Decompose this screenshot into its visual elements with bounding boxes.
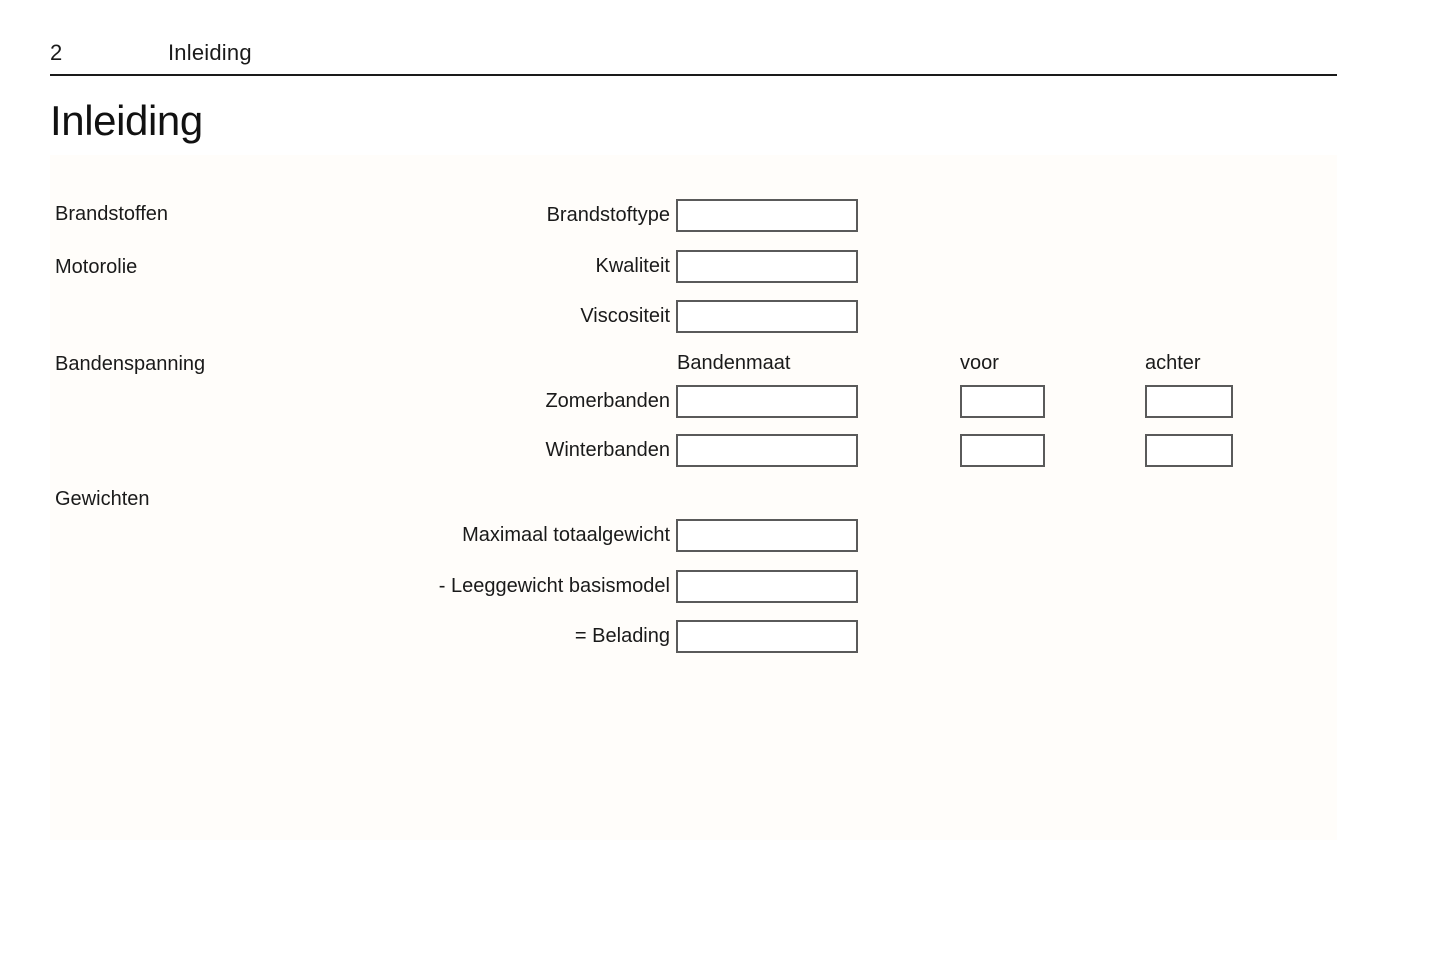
column-header-achter: achter — [1145, 352, 1201, 374]
input-brandstoftype[interactable] — [676, 199, 858, 232]
input-zomerbanden-bandenmaat[interactable] — [676, 385, 858, 418]
field-label-maximaal-totaalgewicht: Maximaal totaalgewicht — [462, 524, 670, 546]
page-number: 2 — [50, 40, 63, 65]
field-label-winterbanden: Winterbanden — [545, 439, 670, 461]
input-winterbanden-voor[interactable] — [960, 434, 1045, 467]
input-zomerbanden-voor[interactable] — [960, 385, 1045, 418]
field-label-kwaliteit: Kwaliteit — [595, 255, 670, 277]
field-label-leeggewicht-basismodel: - Leeggewicht basismodel — [438, 575, 670, 597]
input-viscositeit[interactable] — [676, 300, 858, 333]
input-zomerbanden-achter[interactable] — [1145, 385, 1233, 418]
field-label-zomerbanden: Zomerbanden — [545, 390, 670, 412]
input-winterbanden-achter[interactable] — [1145, 434, 1233, 467]
field-label-viscositeit: Viscositeit — [580, 305, 670, 327]
section-label-brandstoffen: Brandstoffen — [55, 203, 169, 225]
input-maximaal-totaalgewicht[interactable] — [676, 519, 858, 552]
input-winterbanden-bandenmaat[interactable] — [676, 434, 858, 467]
page-title: Inleiding — [50, 97, 203, 144]
page-header: 2 Inleiding — [50, 40, 1337, 76]
column-header-bandenmaat: Bandenmaat — [677, 352, 791, 374]
section-label-gewichten: Gewichten — [55, 488, 150, 510]
input-kwaliteit[interactable] — [676, 250, 858, 283]
column-header-voor: voor — [960, 352, 999, 374]
section-label-motorolie: Motorolie — [55, 256, 138, 278]
field-label-belading: = Belading — [574, 625, 670, 647]
form-panel: Brandstoffen Motorolie Bandenspanning Ge… — [50, 155, 1337, 840]
input-belading[interactable] — [676, 620, 858, 653]
input-leeggewicht-basismodel[interactable] — [676, 570, 858, 603]
section-label-bandenspanning: Bandenspanning — [55, 353, 206, 375]
field-label-brandstoftype: Brandstoftype — [546, 204, 670, 226]
running-head: Inleiding — [168, 40, 252, 65]
